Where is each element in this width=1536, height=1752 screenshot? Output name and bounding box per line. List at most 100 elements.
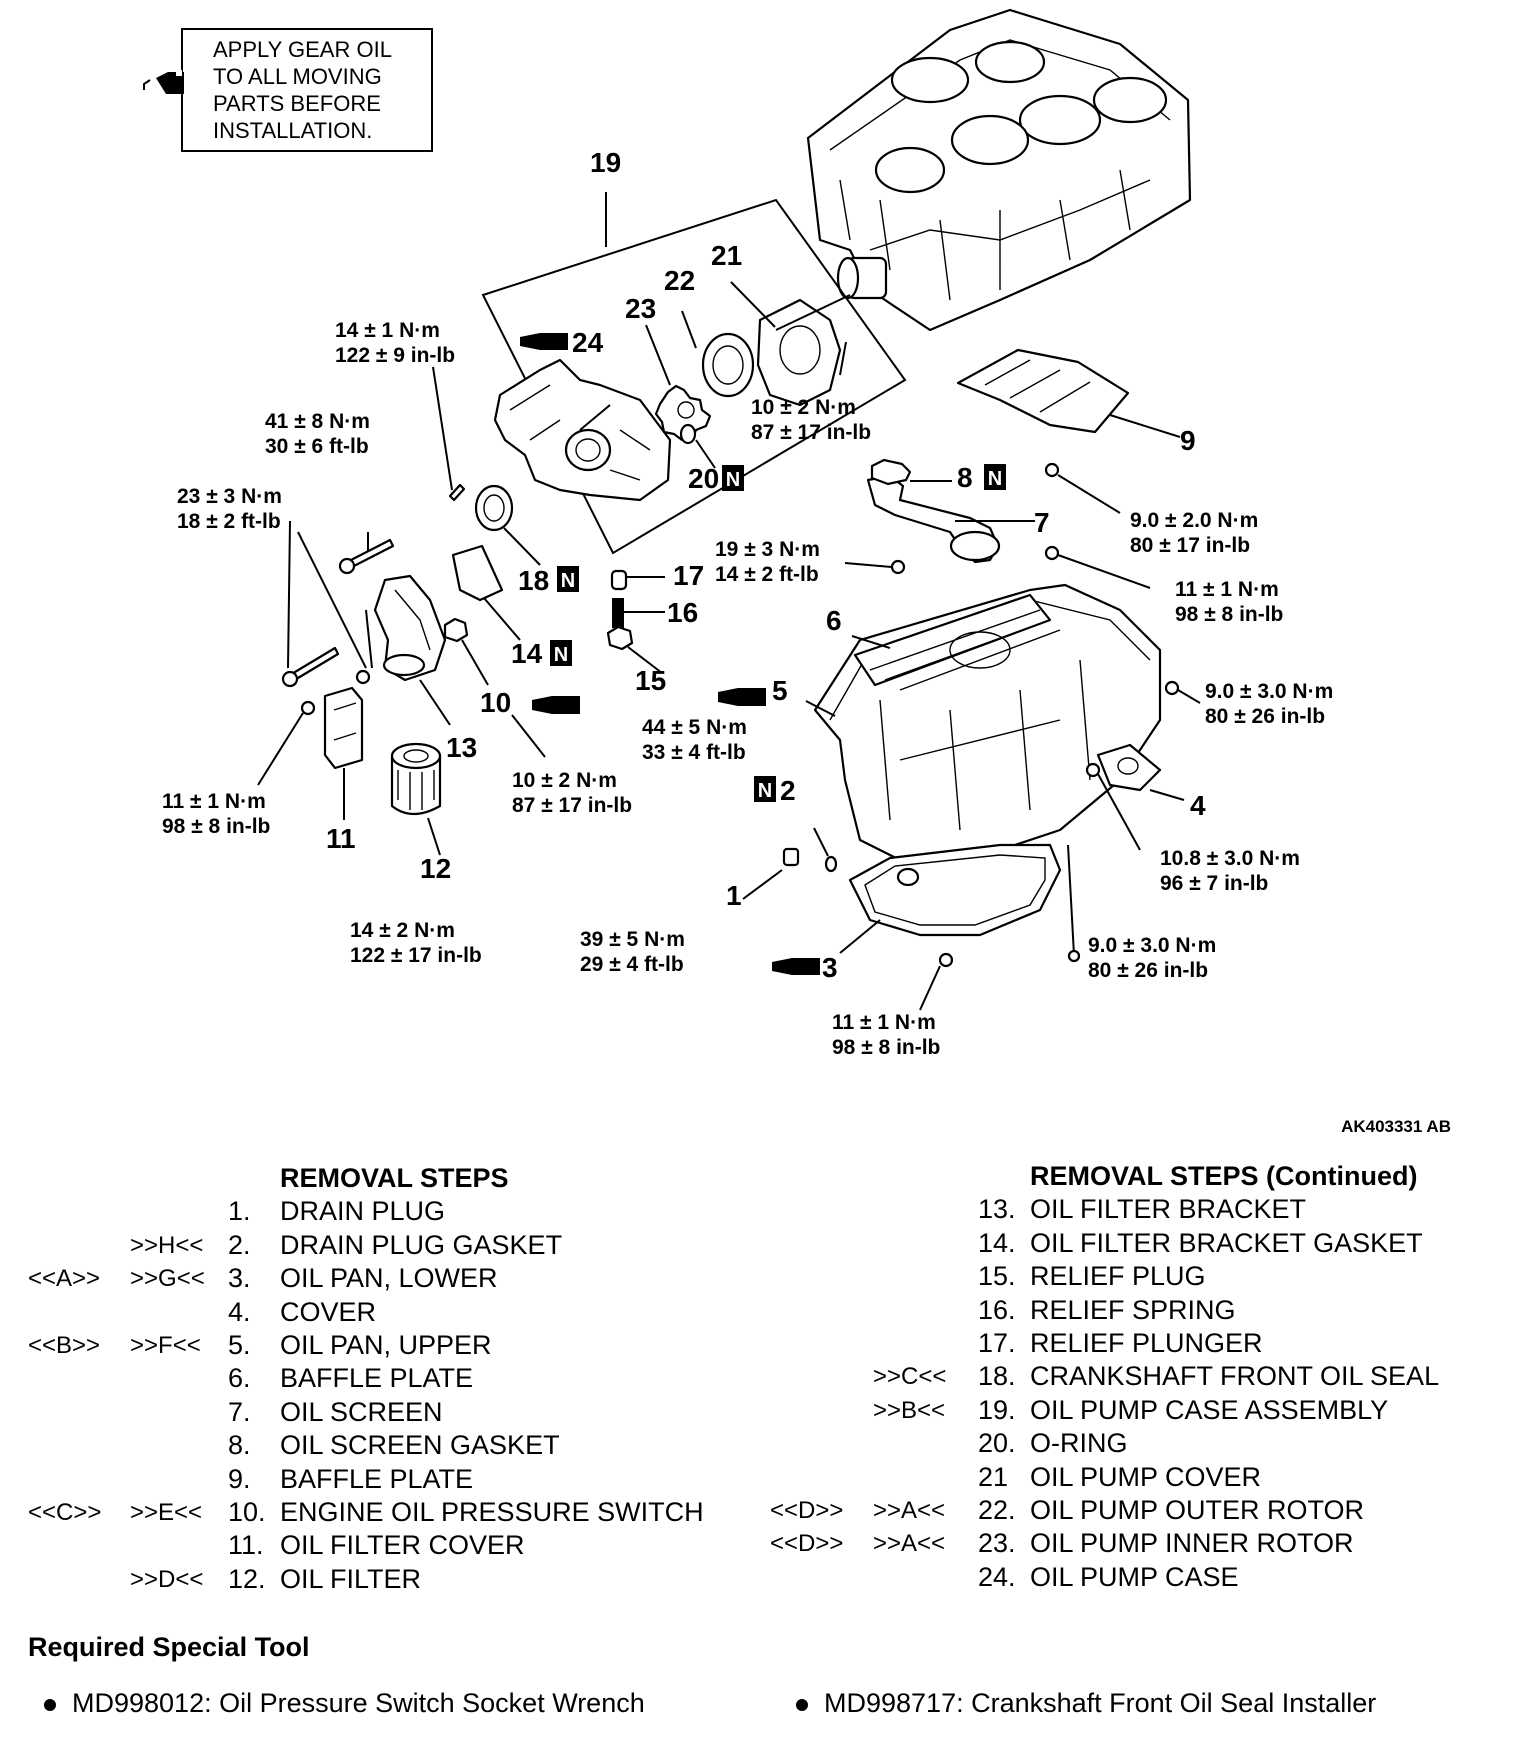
torque-spec: 10 ± 2 N·m 87 ± 17 in-lb <box>512 769 632 817</box>
callout-6: 6 <box>826 605 842 636</box>
step-number: 14. <box>978 1227 1016 1258</box>
step-label: BAFFLE PLATE <box>280 1463 474 1494</box>
step-row: 13.OIL FILTER BRACKET <box>770 1193 1510 1226</box>
note-line-1: APPLY GEAR OIL <box>213 37 392 62</box>
oil-pump-group <box>481 192 907 555</box>
step-number: 1. <box>228 1196 251 1227</box>
step-number: 13. <box>978 1194 1016 1225</box>
step-label: OIL FILTER COVER <box>280 1530 525 1561</box>
svg-text:87 ± 17 in-lb: 87 ± 17 in-lb <box>512 794 632 817</box>
svg-text:11 ± 1 N·m: 11 ± 1 N·m <box>1175 578 1279 601</box>
callout-10: 10 <box>480 687 511 718</box>
bracket-gasket-14 <box>451 544 521 641</box>
special-tool-item: MD998012: Oil Pressure Switch Socket Wre… <box>44 1688 645 1719</box>
service-ref-left: <<B>> <box>28 1331 101 1359</box>
step-label: OIL PAN, UPPER <box>280 1329 492 1360</box>
sealant-tube-icon <box>718 688 766 706</box>
upper-oil-pan <box>805 545 1201 862</box>
step-row: >>H<<2.DRAIN PLUG GASKET <box>28 1229 728 1262</box>
step-row: 15.RELIEF PLUG <box>770 1260 1510 1293</box>
step-number: 19. <box>978 1394 1016 1425</box>
callout-12: 12 <box>420 853 451 884</box>
step-label: DRAIN PLUG <box>280 1196 446 1227</box>
sealant-tube-icon <box>520 333 568 350</box>
svg-text:98 ± 8 in-lb: 98 ± 8 in-lb <box>832 1036 940 1059</box>
step-number: 22. <box>978 1494 1016 1525</box>
step-row: 24.OIL PUMP CASE <box>770 1561 1510 1594</box>
new-part-mark <box>722 465 744 491</box>
step-label: OIL SCREEN GASKET <box>280 1430 560 1461</box>
torque-spec: 41 ± 8 N·m 30 ± 6 ft-lb <box>265 410 370 458</box>
crankshaft-seal-18 <box>474 484 541 566</box>
new-part-mark-text: N <box>726 469 740 491</box>
torque-spec: 10 ± 2 N·m 87 ± 17 in-lb <box>751 396 871 444</box>
new-part-mark-text: N <box>554 644 568 666</box>
new-part-mark <box>754 776 776 802</box>
svg-text:44 ± 5 N·m: 44 ± 5 N·m <box>642 716 747 739</box>
callout-9: 9 <box>1180 425 1196 456</box>
step-row: >>D<<12.OIL FILTER <box>28 1563 728 1596</box>
callout-18: 18 <box>518 565 549 596</box>
callout-11: 11 <box>326 823 356 854</box>
svg-text:122 ± 17 in-lb: 122 ± 17 in-lb <box>350 944 482 967</box>
special-tool-item: MD998717: Crankshaft Front Oil Seal Inst… <box>796 1688 1376 1719</box>
step-row: <<A>>>>G<<3.OIL PAN, LOWER <box>28 1262 728 1295</box>
step-label: OIL PAN, LOWER <box>280 1263 498 1294</box>
torque-spec: 14 ± 1 N·m 122 ± 9 in-lb <box>335 319 455 367</box>
svg-text:10 ± 2 N·m: 10 ± 2 N·m <box>751 396 856 419</box>
svg-text:80 ± 26 in-lb: 80 ± 26 in-lb <box>1205 705 1325 728</box>
svg-text:23 ± 3 N·m: 23 ± 3 N·m <box>177 485 282 508</box>
step-label: OIL SCREEN <box>280 1396 443 1427</box>
svg-text:9.0 ± 3.0 N·m: 9.0 ± 3.0 N·m <box>1088 934 1216 957</box>
lower-oil-pan <box>742 827 1081 1011</box>
step-number: 12. <box>228 1563 266 1594</box>
removal-steps: REMOVAL STEPS 1. DRAIN PLUG>>H<<2.DRAIN P… <box>28 1162 728 1596</box>
step-label: OIL FILTER <box>280 1563 422 1594</box>
torque-spec: 9.0 ± 3.0 N·m 80 ± 26 in-lb <box>1205 680 1333 728</box>
step-row: <<D>>>>A<<22.OIL PUMP OUTER ROTOR <box>770 1494 1510 1527</box>
svg-text:9.0 ± 3.0 N·m: 9.0 ± 3.0 N·m <box>1205 680 1333 703</box>
callout-4: 4 <box>1190 790 1206 821</box>
new-part-mark <box>550 640 572 666</box>
torque-spec: 11 ± 1 N·m 98 ± 8 in-lb <box>1175 578 1283 626</box>
service-ref-left: <<D>> <box>770 1530 844 1558</box>
special-tool-label: MD998717: Crankshaft Front Oil Seal Inst… <box>824 1688 1377 1718</box>
step-number: 15. <box>978 1261 1016 1292</box>
service-ref-left: <<A>> <box>28 1265 101 1293</box>
removal-steps-continued: REMOVAL STEPS (Continued) 13.OIL FILTER … <box>770 1160 1510 1594</box>
gear-oil-note: APPLY GEAR OIL TO ALL MOVING PARTS BEFOR… <box>143 28 433 152</box>
step-number: 2. <box>228 1229 251 1260</box>
callout-13: 13 <box>446 732 477 763</box>
torque-spec: 9.0 ± 2.0 N·m 80 ± 17 in-lb <box>1130 509 1258 557</box>
callout-19: 19 <box>590 147 621 178</box>
svg-text:39 ± 5 N·m: 39 ± 5 N·m <box>580 928 685 951</box>
callout-5: 5 <box>772 675 788 706</box>
step-row: 6.BAFFLE PLATE <box>28 1362 728 1395</box>
svg-text:14 ± 2 ft-lb: 14 ± 2 ft-lb <box>715 563 819 586</box>
svg-text:87 ± 17 in-lb: 87 ± 17 in-lb <box>751 421 871 444</box>
sealant-tube-icon <box>772 958 820 975</box>
step-label: BAFFLE PLATE <box>280 1363 474 1394</box>
step-number: 23. <box>978 1528 1016 1559</box>
figure-code: AK403331 AB <box>1341 1117 1451 1136</box>
step-label: RELIEF PLUNGER <box>1030 1327 1263 1358</box>
service-ref-right: >>B<< <box>873 1396 946 1424</box>
svg-text:80 ± 17 in-lb: 80 ± 17 in-lb <box>1130 534 1250 557</box>
new-part-mark <box>984 464 1006 490</box>
callout-23: 23 <box>625 293 656 324</box>
step-row: 7.OIL SCREEN <box>28 1396 728 1429</box>
note-line-4: INSTALLATION. <box>213 118 372 143</box>
step-number: 24. <box>978 1561 1016 1592</box>
service-ref-right: >>A<< <box>873 1530 946 1558</box>
removal-steps-heading: REMOVAL STEPS <box>280 1163 509 1193</box>
step-label: O-RING <box>1030 1428 1128 1459</box>
callout-22: 22 <box>664 265 695 296</box>
oil-screen-7 <box>844 458 1035 575</box>
callout-24: 24 <box>572 327 604 358</box>
step-label: RELIEF SPRING <box>1030 1294 1236 1325</box>
svg-text:98 ± 8 in-lb: 98 ± 8 in-lb <box>162 815 270 838</box>
oil-filter-bracket-13 <box>281 366 466 726</box>
torque-spec: 14 ± 2 N·m 122 ± 17 in-lb <box>350 919 482 967</box>
step-number: 21 <box>978 1461 1009 1492</box>
